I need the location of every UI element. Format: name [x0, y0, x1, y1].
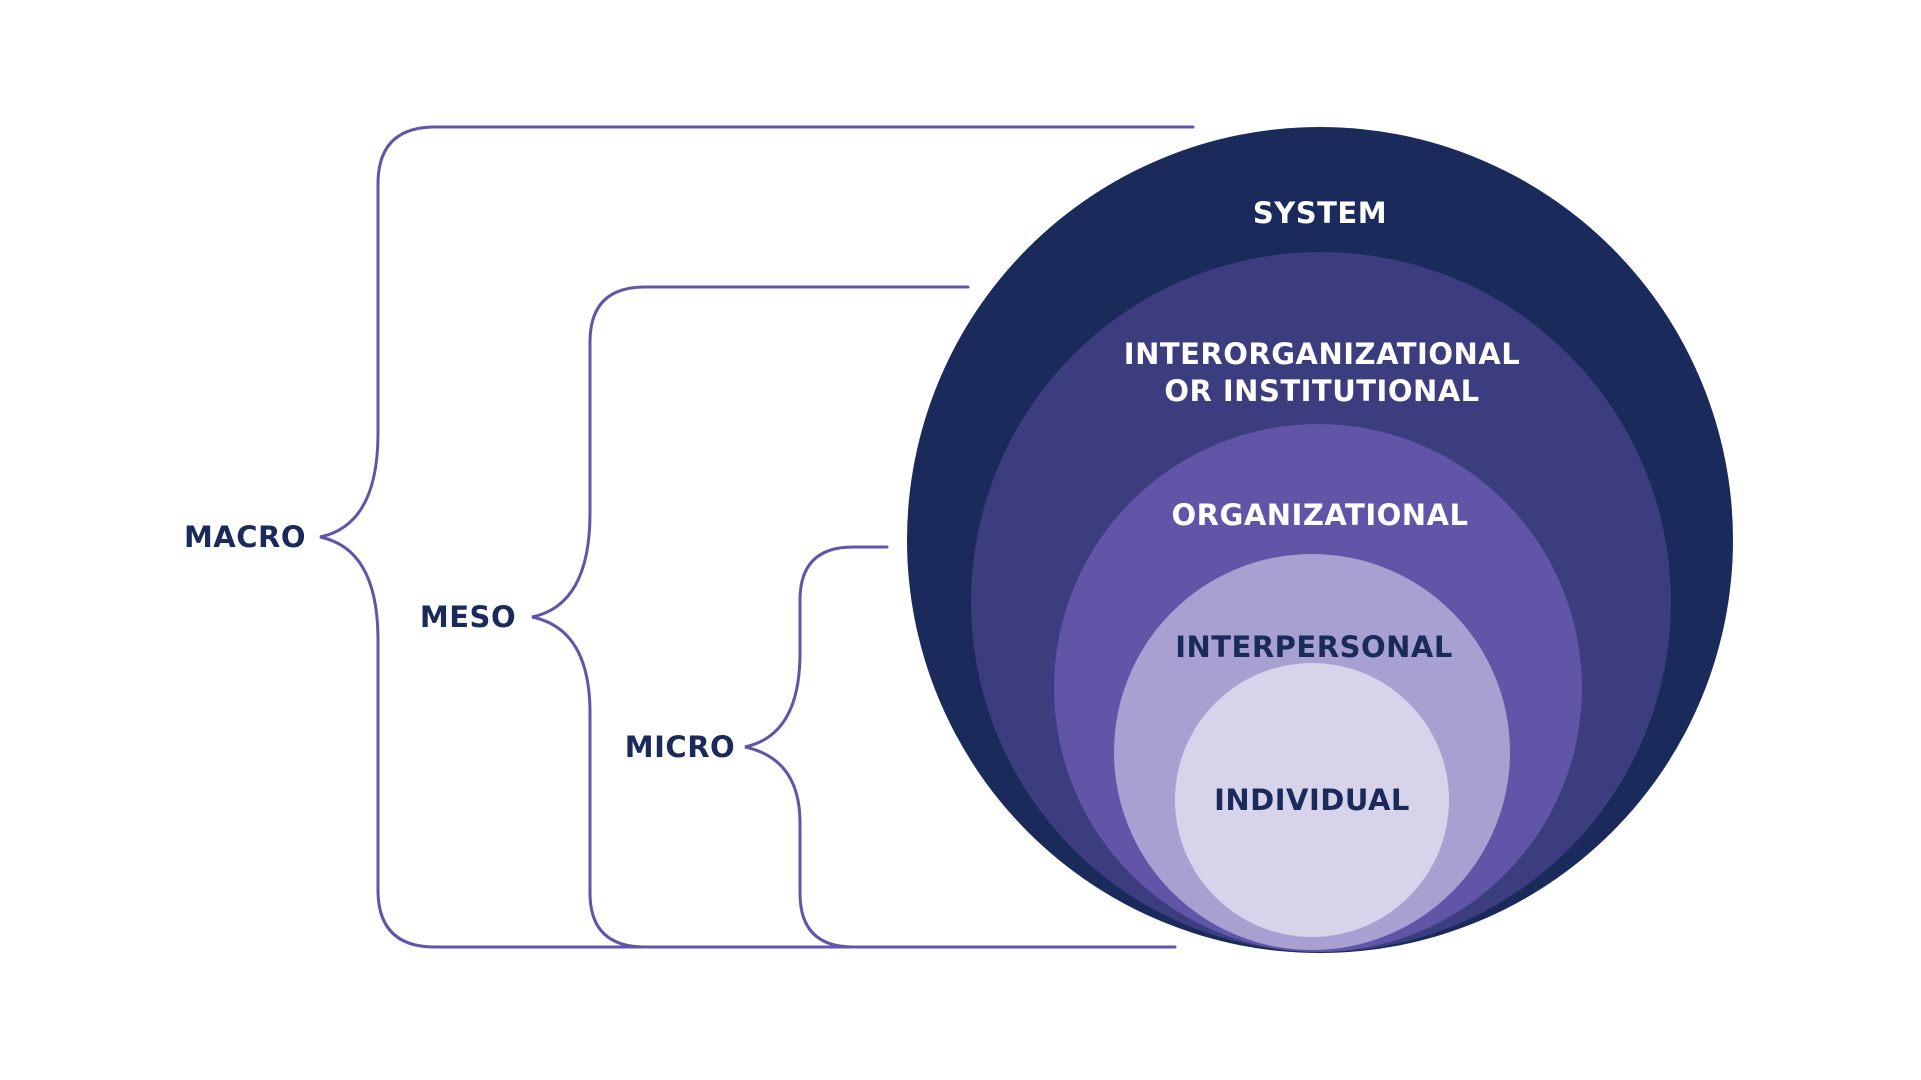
- meso-bracket: [531, 285, 970, 949]
- label-individual: INDIVIDUAL: [1214, 783, 1410, 817]
- macro-bracket: [319, 125, 1195, 949]
- label-meso: MESO: [420, 600, 516, 634]
- brackets: [319, 125, 1195, 949]
- nested-circles: [907, 127, 1733, 953]
- scale-labels: MACRO MESO MICRO: [184, 520, 735, 764]
- circle-individual: [1175, 663, 1449, 937]
- label-system: SYSTEM: [1253, 196, 1387, 230]
- level-labels: SYSTEM INTERORGANIZATIONAL OR INSTITUTIO…: [1124, 196, 1520, 817]
- label-micro: MICRO: [625, 730, 735, 764]
- label-organizational: ORGANIZATIONAL: [1172, 498, 1469, 532]
- label-interorganizational-line2: OR INSTITUTIONAL: [1164, 374, 1479, 408]
- label-macro: MACRO: [184, 520, 306, 554]
- micro-bracket: [744, 545, 889, 949]
- label-interorganizational-line1: INTERORGANIZATIONAL: [1124, 337, 1520, 371]
- label-interpersonal: INTERPERSONAL: [1175, 630, 1453, 664]
